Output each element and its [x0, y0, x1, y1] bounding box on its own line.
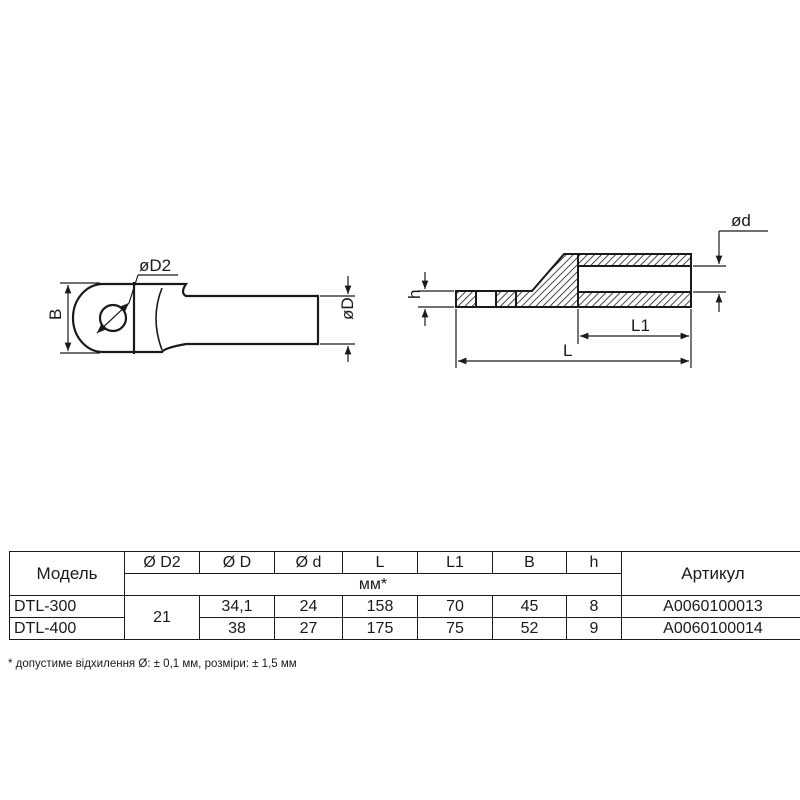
row-b: 52: [492, 617, 567, 640]
lug-section-view: [455, 253, 692, 308]
lug-top-view: [71, 282, 320, 354]
d2-dimension: [96, 274, 178, 334]
header-small-d: Ø d: [274, 551, 343, 574]
row-l1: 70: [417, 595, 493, 618]
row-b: 45: [492, 595, 567, 618]
h-label: h: [405, 290, 424, 299]
table-row: DTL-300 21 34,1 24 158 70 45 8 A00601000…: [9, 595, 800, 640]
table-row: DTL-400 38 27 175 75 52 9 A0060100014: [9, 617, 800, 640]
header-d2: Ø D2: [124, 551, 200, 574]
row-h: 8: [566, 595, 622, 618]
row-model: DTL-400: [9, 617, 125, 640]
small-d-label: ød: [731, 211, 751, 230]
header-d: Ø D: [199, 551, 275, 574]
header-h: h: [566, 551, 622, 574]
row-article: A0060100014: [621, 617, 800, 640]
shared-d2-cell: 21: [124, 595, 200, 640]
row-h: 9: [566, 617, 622, 640]
b-label: B: [46, 309, 65, 320]
unit-cell: мм*: [124, 573, 622, 596]
small-d-dimension: [693, 230, 768, 312]
row-d: 38: [199, 617, 275, 640]
technical-drawing: øD2 B øD h: [46, 211, 768, 368]
row-small-d: 24: [274, 595, 343, 618]
l1-dimension: [577, 309, 692, 368]
header-l1: L1: [417, 551, 493, 574]
dia-d-dimension: [320, 276, 355, 362]
header-row: Модель Ø D2 Ø D Ø d L L1 B h Артикул: [9, 551, 800, 596]
d2-label: øD2: [139, 256, 171, 275]
header-b: B: [492, 551, 567, 574]
header-l: L: [342, 551, 418, 574]
l-label: L: [563, 341, 572, 360]
header-model: Модель: [9, 551, 125, 596]
row-article: A0060100013: [621, 595, 800, 618]
spec-table: Модель Ø D2 Ø D Ø d L L1 B h Артикул мм*…: [9, 551, 800, 640]
header-article: Артикул: [621, 551, 800, 596]
dia-d-label: øD: [338, 297, 357, 320]
footnote: * допустиме відхилення Ø: ± 0,1 мм, розм…: [8, 658, 297, 670]
b-dimension: [60, 282, 100, 354]
row-l: 175: [342, 617, 418, 640]
l-dimension: [455, 309, 689, 368]
row-d: 34,1: [199, 595, 275, 618]
row-l: 158: [342, 595, 418, 618]
row-l1: 75: [417, 617, 493, 640]
l1-label: L1: [631, 316, 650, 335]
row-small-d: 27: [274, 617, 343, 640]
h-dimension: [418, 272, 454, 326]
row-model: DTL-300: [9, 595, 125, 618]
